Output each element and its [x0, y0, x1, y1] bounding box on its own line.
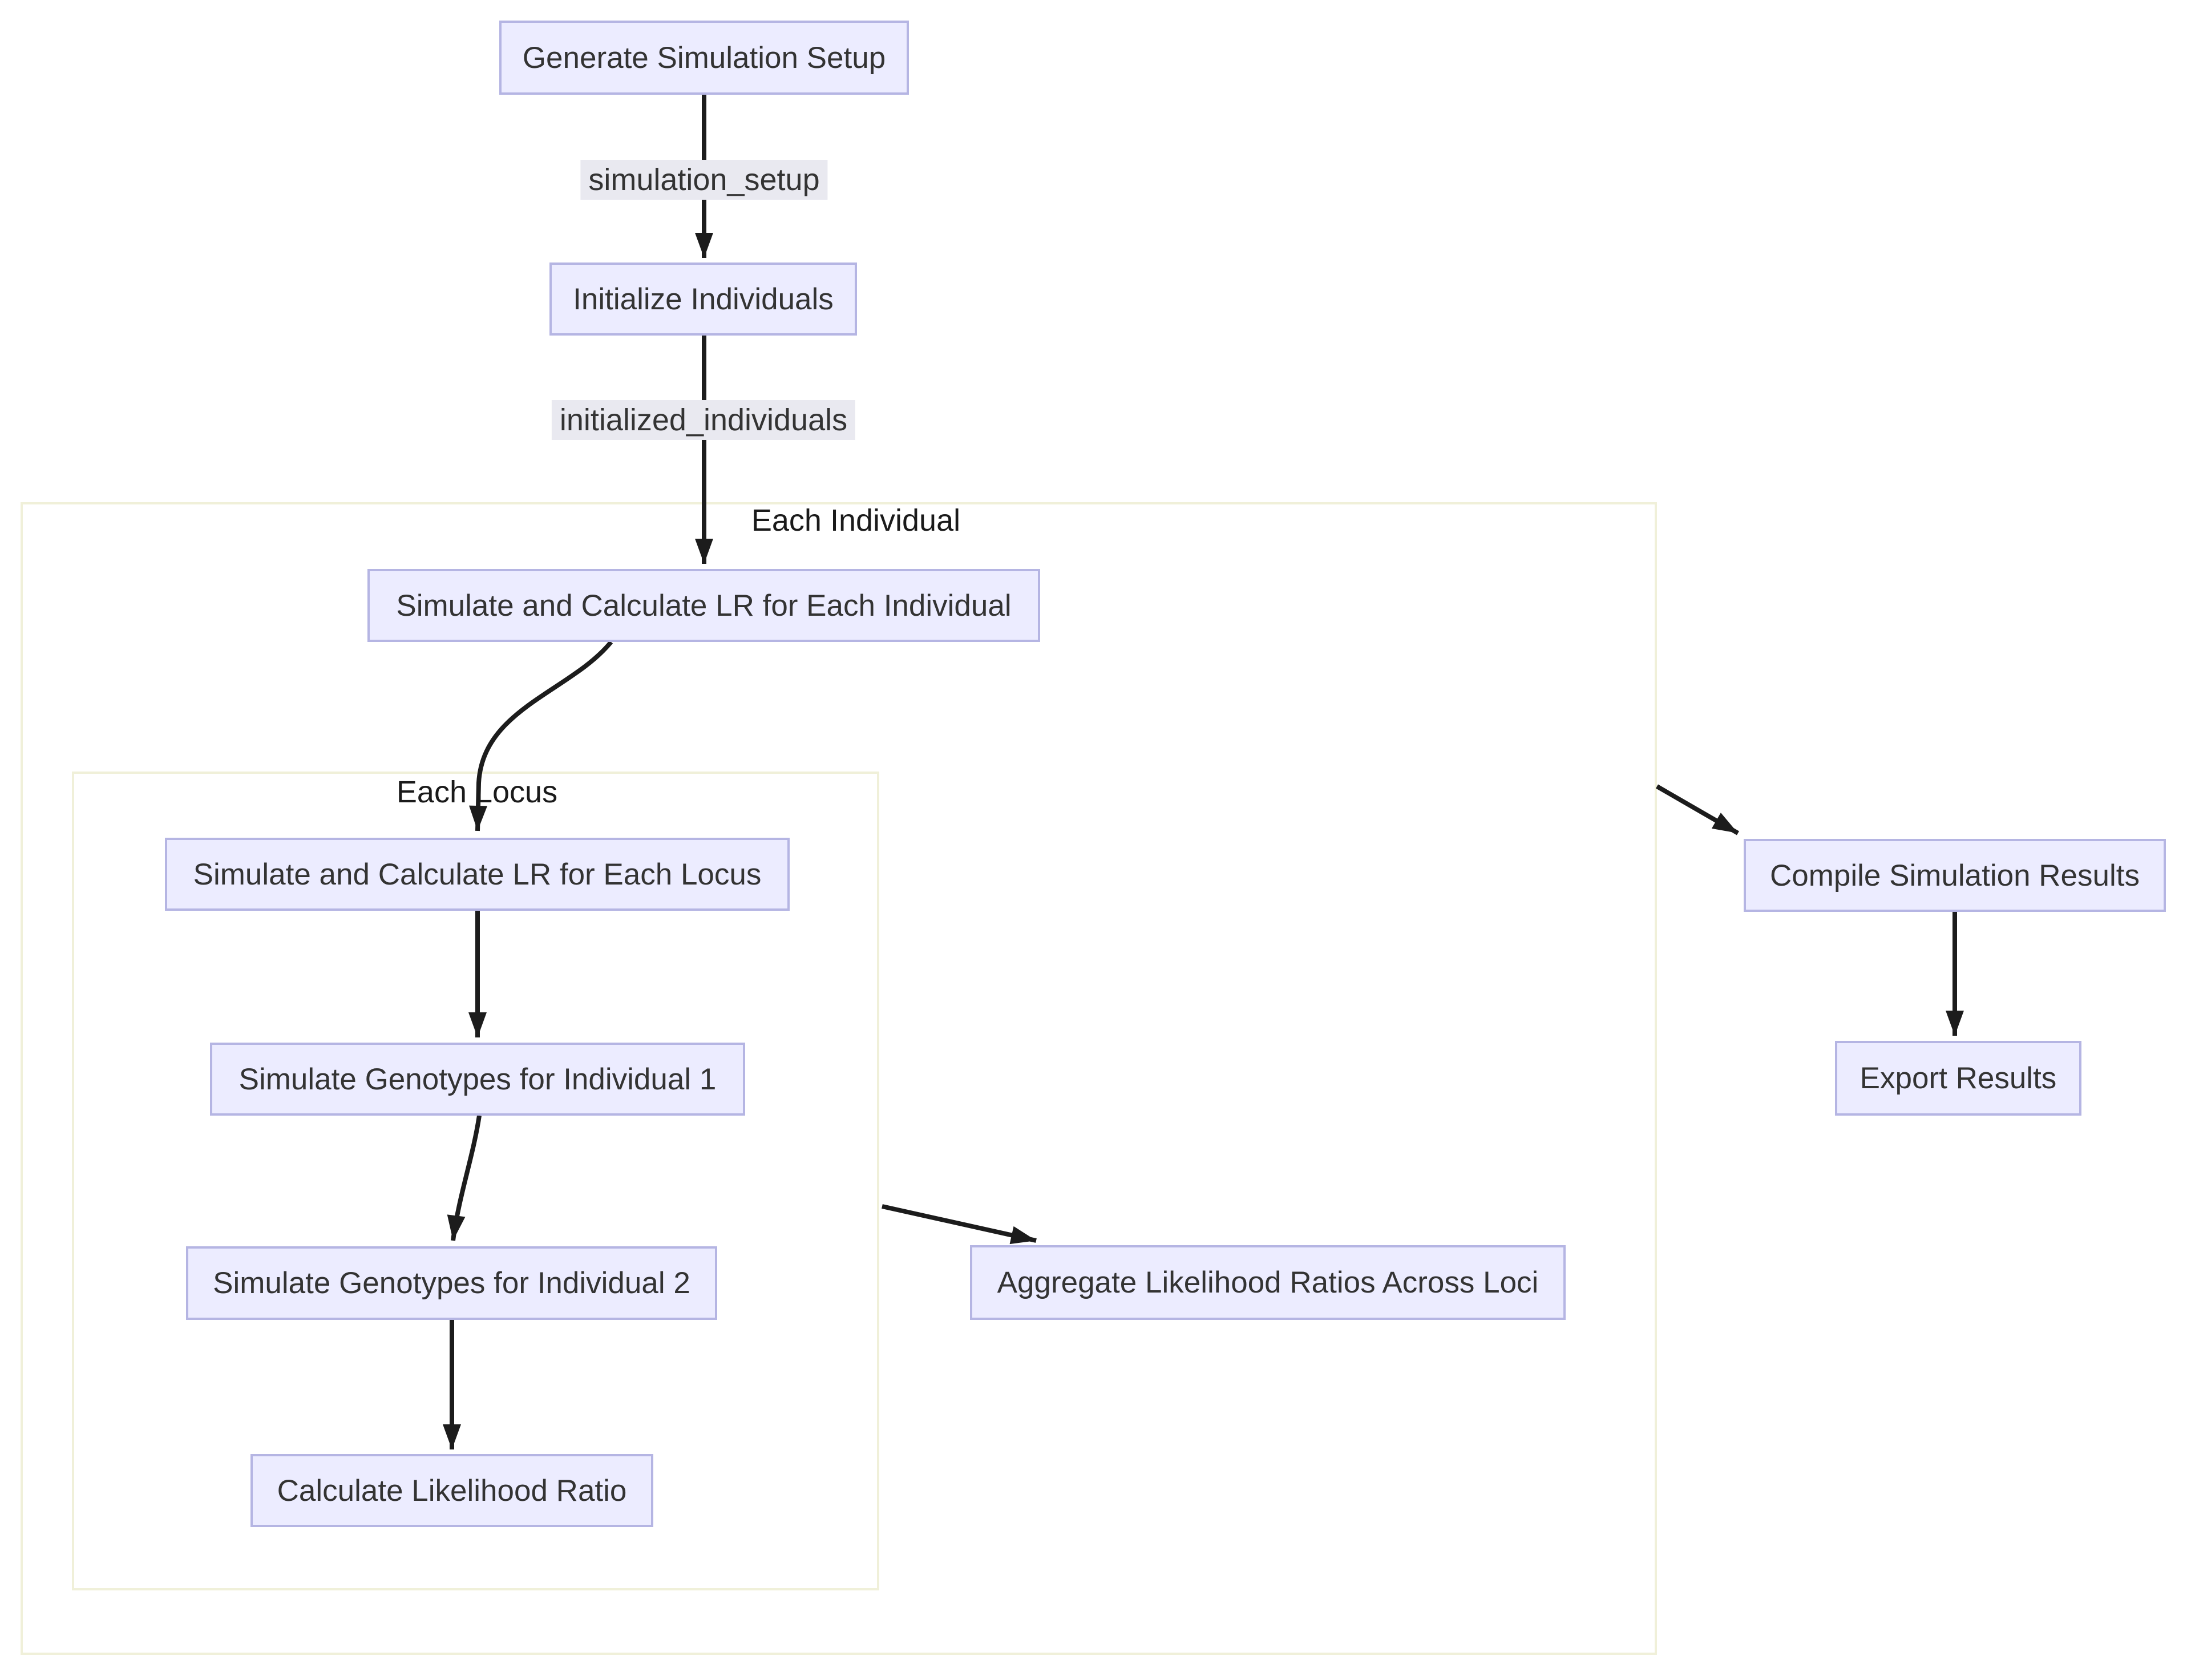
node-aggregate-lr-across-loci: Aggregate Likelihood Ratios Across Loci: [970, 1245, 1566, 1320]
node-initialize-individuals: Initialize Individuals: [549, 262, 857, 336]
node-simulate-lr-each-individual: Simulate and Calculate LR for Each Indiv…: [367, 569, 1040, 642]
node-simulate-genotypes-individual-2: Simulate Genotypes for Individual 2: [186, 1246, 717, 1320]
node-compile-simulation-results: Compile Simulation Results: [1744, 839, 2166, 912]
edge-label-simulation-setup: simulation_setup: [580, 160, 828, 200]
edge-label-initialized-individuals: initialized_individuals: [551, 400, 856, 440]
subgraph-label-each-individual: Each Individual: [751, 503, 961, 538]
node-export-results: Export Results: [1835, 1041, 2081, 1116]
edge-each-locus-to-aggregate: [882, 1204, 1037, 1245]
node-simulate-genotypes-individual-1: Simulate Genotypes for Individual 1: [210, 1043, 745, 1116]
edge-genotypes1-to-genotypes2: [447, 1115, 482, 1241]
edge-each-individual-to-compile: [1655, 784, 1740, 835]
subgraph-each-individual: [21, 502, 1657, 1655]
node-calculate-likelihood-ratio: Calculate Likelihood Ratio: [250, 1454, 653, 1527]
node-generate-simulation-setup: Generate Simulation Setup: [499, 21, 909, 95]
edge-sim-individual-to-sim-locus: [469, 640, 613, 831]
subgraph-label-each-locus: Each Locus: [396, 775, 558, 809]
subgraph-each-locus: [72, 772, 879, 1590]
node-simulate-lr-each-locus: Simulate and Calculate LR for Each Locus: [165, 838, 790, 911]
